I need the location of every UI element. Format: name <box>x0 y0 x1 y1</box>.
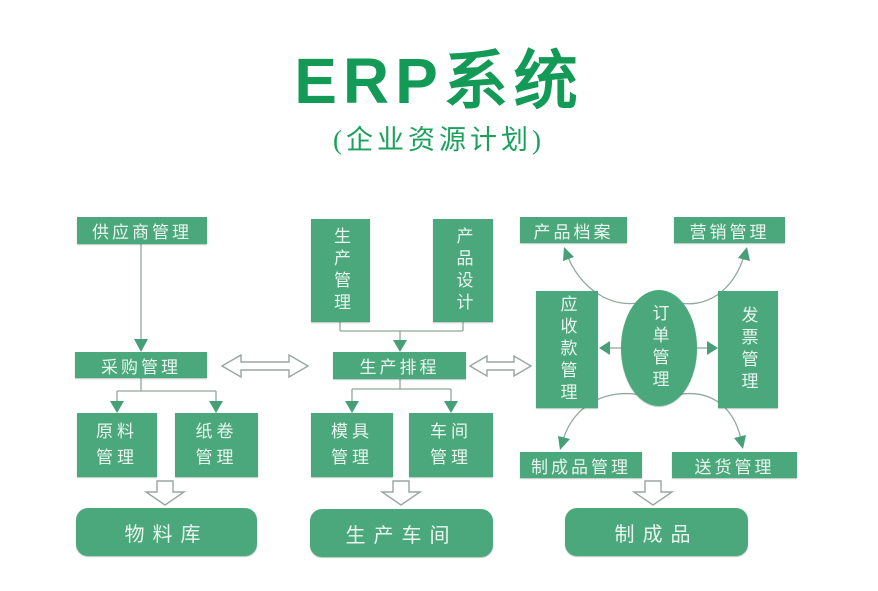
node-product-design: 产品设计 <box>433 219 493 322</box>
node-mold-mgmt: 模具管理 <box>311 413 393 477</box>
node-receivables-mgmt: 应收款管理 <box>536 291 598 408</box>
connector-schedule-split <box>345 379 458 413</box>
curve-order-to-delivery <box>671 392 746 449</box>
double-arrow-purchasing-schedule <box>220 353 310 379</box>
node-workshop-mgmt: 车间管理 <box>409 413 493 477</box>
node-production-mgmt: 生产管理 <box>311 219 370 322</box>
connector-purchasing-split <box>110 378 223 413</box>
node-marketing-mgmt: 营销管理 <box>674 217 785 243</box>
arrow-supplier-to-purchasing <box>134 244 148 352</box>
page-title: ERP系统 <box>294 45 584 117</box>
node-production-schedule: 生产排程 <box>333 352 466 379</box>
node-product-archive: 产品档案 <box>520 217 627 243</box>
node-paper-roll-mgmt: 纸卷管理 <box>175 413 258 477</box>
node-delivery-mgmt: 送货管理 <box>672 452 797 478</box>
double-arrow-schedule-receivables <box>468 354 533 378</box>
node-supplier-mgmt: 供应商管理 <box>77 217 207 244</box>
node-finished-goods: 制成品 <box>565 508 748 556</box>
node-order-mgmt: 订单管理 <box>621 290 697 406</box>
node-finished-goods-mgmt: 制成品管理 <box>520 452 642 478</box>
hollow-arrow-to-production-workshop <box>379 480 423 506</box>
hollow-arrow-to-material-warehouse <box>143 480 187 506</box>
node-purchasing-mgmt: 采购管理 <box>75 352 207 378</box>
hollow-arrow-to-finished-goods <box>631 480 675 506</box>
node-production-workshop: 生产车间 <box>310 509 493 557</box>
node-raw-material-mgmt: 原料管理 <box>77 413 157 477</box>
page-subtitle: (企业资源计划) <box>333 125 545 155</box>
node-invoice-mgmt: 发票管理 <box>718 291 778 408</box>
connector-production-merge <box>339 322 464 352</box>
arrow-order-to-invoice <box>697 341 718 355</box>
arrow-order-to-receivables <box>599 341 621 355</box>
node-material-warehouse: 物料库 <box>76 508 257 556</box>
